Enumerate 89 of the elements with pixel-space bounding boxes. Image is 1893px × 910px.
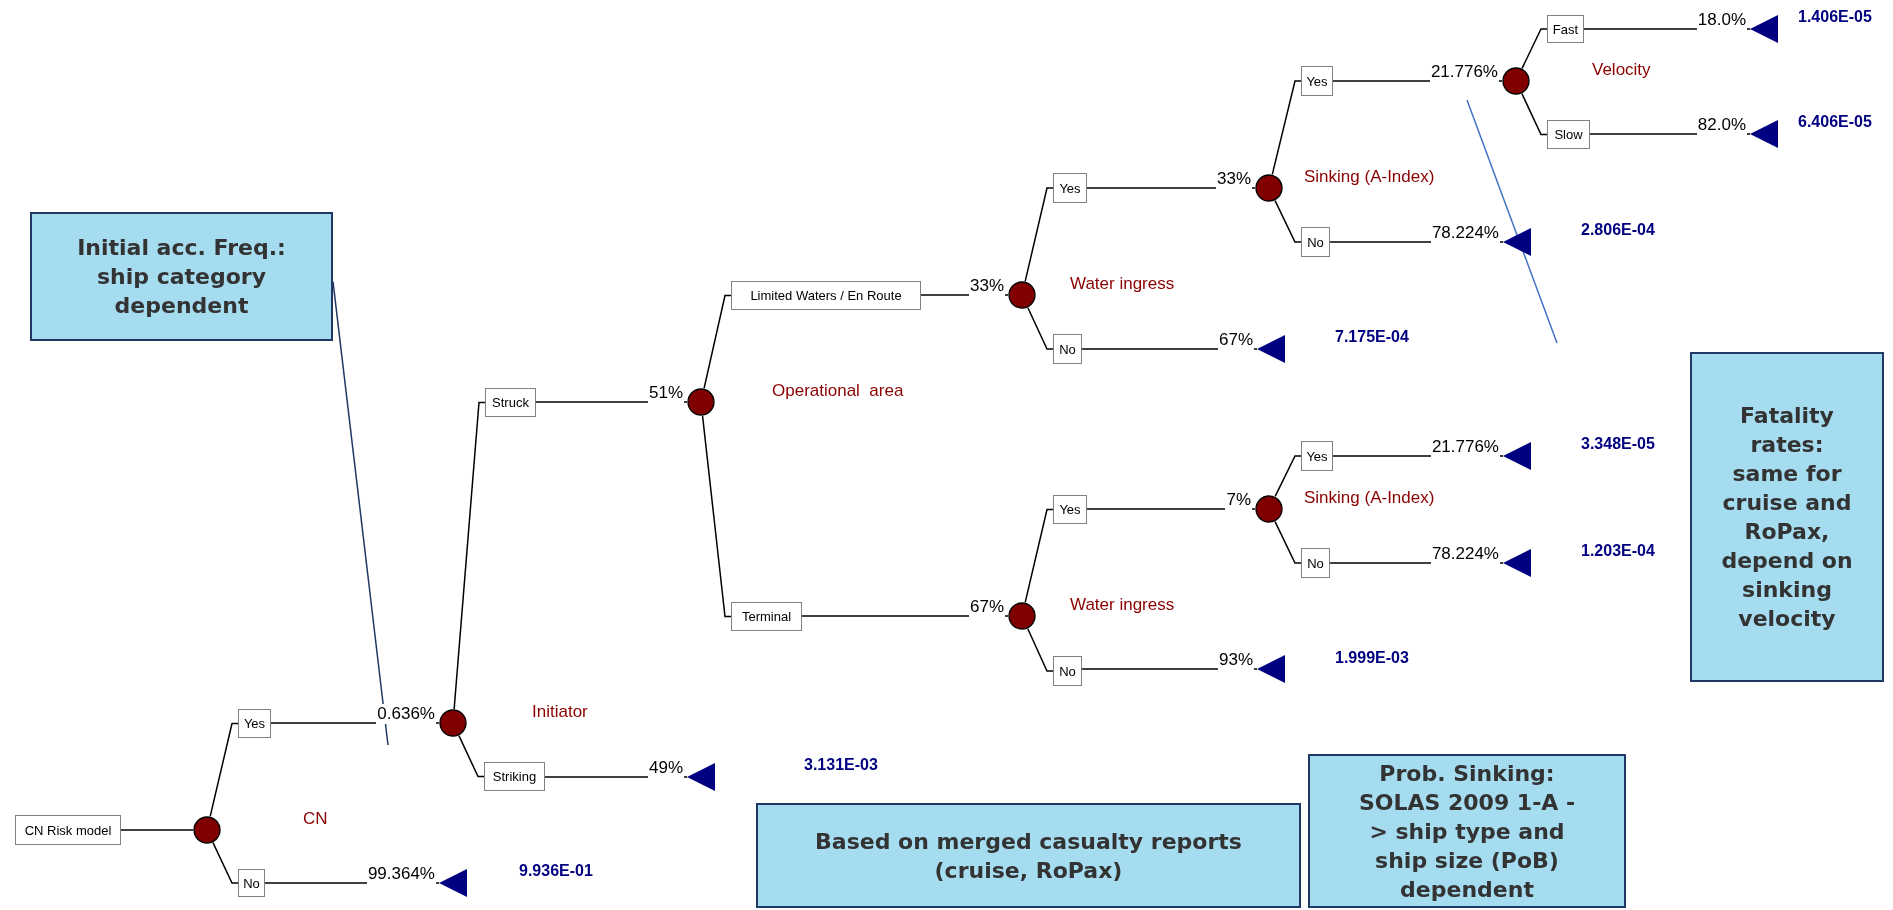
chance-node bbox=[687, 388, 715, 416]
event-name: Sinking (A-Index) bbox=[1304, 167, 1435, 187]
outcome-value: 3.131E-03 bbox=[804, 756, 878, 774]
probability-label: 78.224% bbox=[1430, 223, 1500, 243]
branch-box: No bbox=[1053, 334, 1082, 364]
callout-box: Based on merged casualty reports (cruise, RoPax) bbox=[756, 803, 1301, 908]
callout-box: Prob. Sinking: SOLAS 2009 1-A -> ship type and ship size (PoB) dependent bbox=[1308, 754, 1626, 908]
branch-box: No bbox=[1301, 548, 1330, 578]
event-name: Sinking (A-Index) bbox=[1304, 488, 1435, 508]
event-name: CN bbox=[303, 809, 328, 829]
callout-box: Initial acc. Freq.: ship category dependent bbox=[30, 212, 333, 341]
branch-box: Yes bbox=[1301, 441, 1333, 471]
branch-line bbox=[1274, 520, 1302, 564]
branch-line bbox=[1274, 455, 1302, 498]
probability-label: 0.636% bbox=[376, 704, 436, 724]
probability-label: 33% bbox=[968, 276, 1005, 296]
leader-line bbox=[332, 280, 389, 746]
outcome-value: 1.203E-04 bbox=[1581, 542, 1655, 560]
branch-line bbox=[1024, 508, 1054, 604]
branch-box: Yes bbox=[238, 709, 271, 738]
branch-line bbox=[1271, 80, 1302, 176]
probability-label: 7% bbox=[1225, 490, 1252, 510]
event-name: Operational area bbox=[772, 381, 904, 401]
probability-label: 93% bbox=[1217, 650, 1254, 670]
branch-line bbox=[453, 401, 486, 710]
probability-label: 33% bbox=[1215, 169, 1252, 189]
event-name: Initiator bbox=[532, 702, 588, 722]
branch-line bbox=[1521, 28, 1548, 70]
event-name: Water ingress bbox=[1070, 274, 1175, 294]
chance-node bbox=[439, 709, 467, 737]
event-name: Velocity bbox=[1592, 60, 1651, 80]
probability-label: 82.0% bbox=[1696, 115, 1747, 135]
probability-label: 78.224% bbox=[1430, 544, 1500, 564]
branch-line bbox=[1521, 92, 1548, 136]
outcome-value: 1.406E-05 bbox=[1798, 8, 1872, 26]
probability-label: 21.776% bbox=[1429, 62, 1499, 82]
outcome-value: 2.806E-04 bbox=[1581, 221, 1655, 239]
end-node-triangle bbox=[439, 869, 467, 897]
outcome-value: 1.999E-03 bbox=[1335, 649, 1409, 667]
branch-line bbox=[1024, 187, 1054, 283]
branch-line bbox=[703, 294, 732, 390]
branch-line bbox=[1027, 306, 1054, 350]
probability-label: 67% bbox=[968, 597, 1005, 617]
outcome-value: 9.936E-01 bbox=[519, 862, 593, 880]
outcome-value: 7.175E-04 bbox=[1335, 328, 1409, 346]
chance-node bbox=[193, 816, 221, 844]
event-name: Water ingress bbox=[1070, 595, 1175, 615]
branch-line bbox=[120, 829, 194, 831]
callout-box: Fatality rates: same for cruise and RoPax, depend on sinking velocity bbox=[1690, 352, 1884, 682]
branch-box: No bbox=[238, 869, 265, 897]
chance-node bbox=[1255, 174, 1283, 202]
end-node-triangle bbox=[1750, 120, 1778, 148]
branch-box: Struck bbox=[485, 388, 536, 417]
branch-box: CN Risk model bbox=[15, 815, 121, 845]
branch-line bbox=[209, 722, 239, 818]
branch-box: Yes bbox=[1053, 495, 1087, 524]
probability-label: 49% bbox=[647, 758, 684, 778]
probability-label: 21.776% bbox=[1430, 437, 1500, 457]
branch-box: Striking bbox=[484, 762, 545, 791]
branch-box: Yes bbox=[1053, 173, 1087, 203]
end-node-triangle bbox=[687, 763, 715, 791]
branch-box: Terminal bbox=[731, 602, 802, 631]
branch-box: Yes bbox=[1301, 66, 1333, 96]
branch-box: Slow bbox=[1547, 120, 1590, 149]
branch-box: No bbox=[1301, 227, 1330, 257]
branch-line bbox=[1027, 628, 1054, 672]
branch-line bbox=[701, 415, 732, 618]
probability-label: 18.0% bbox=[1696, 10, 1747, 30]
probability-label: 67% bbox=[1217, 330, 1254, 350]
end-node-triangle bbox=[1257, 335, 1285, 363]
chance-node bbox=[1008, 281, 1036, 309]
end-node-triangle bbox=[1503, 549, 1531, 577]
probability-label: 51% bbox=[647, 383, 684, 403]
branch-line bbox=[1274, 199, 1302, 243]
probability-label: 99.364% bbox=[366, 864, 436, 884]
chance-node bbox=[1008, 602, 1036, 630]
chance-node bbox=[1502, 67, 1530, 95]
outcome-value: 6.406E-05 bbox=[1798, 113, 1872, 131]
branch-box: No bbox=[1053, 656, 1082, 686]
end-node-triangle bbox=[1750, 15, 1778, 43]
outcome-value: 3.348E-05 bbox=[1581, 435, 1655, 453]
end-node-triangle bbox=[1503, 228, 1531, 256]
branch-box: Fast bbox=[1547, 15, 1584, 43]
end-node-triangle bbox=[1257, 655, 1285, 683]
chance-node bbox=[1255, 495, 1283, 523]
branch-box: Limited Waters / En Route bbox=[731, 281, 921, 310]
branch-line bbox=[212, 841, 239, 884]
branch-line bbox=[458, 734, 485, 778]
end-node-triangle bbox=[1503, 442, 1531, 470]
